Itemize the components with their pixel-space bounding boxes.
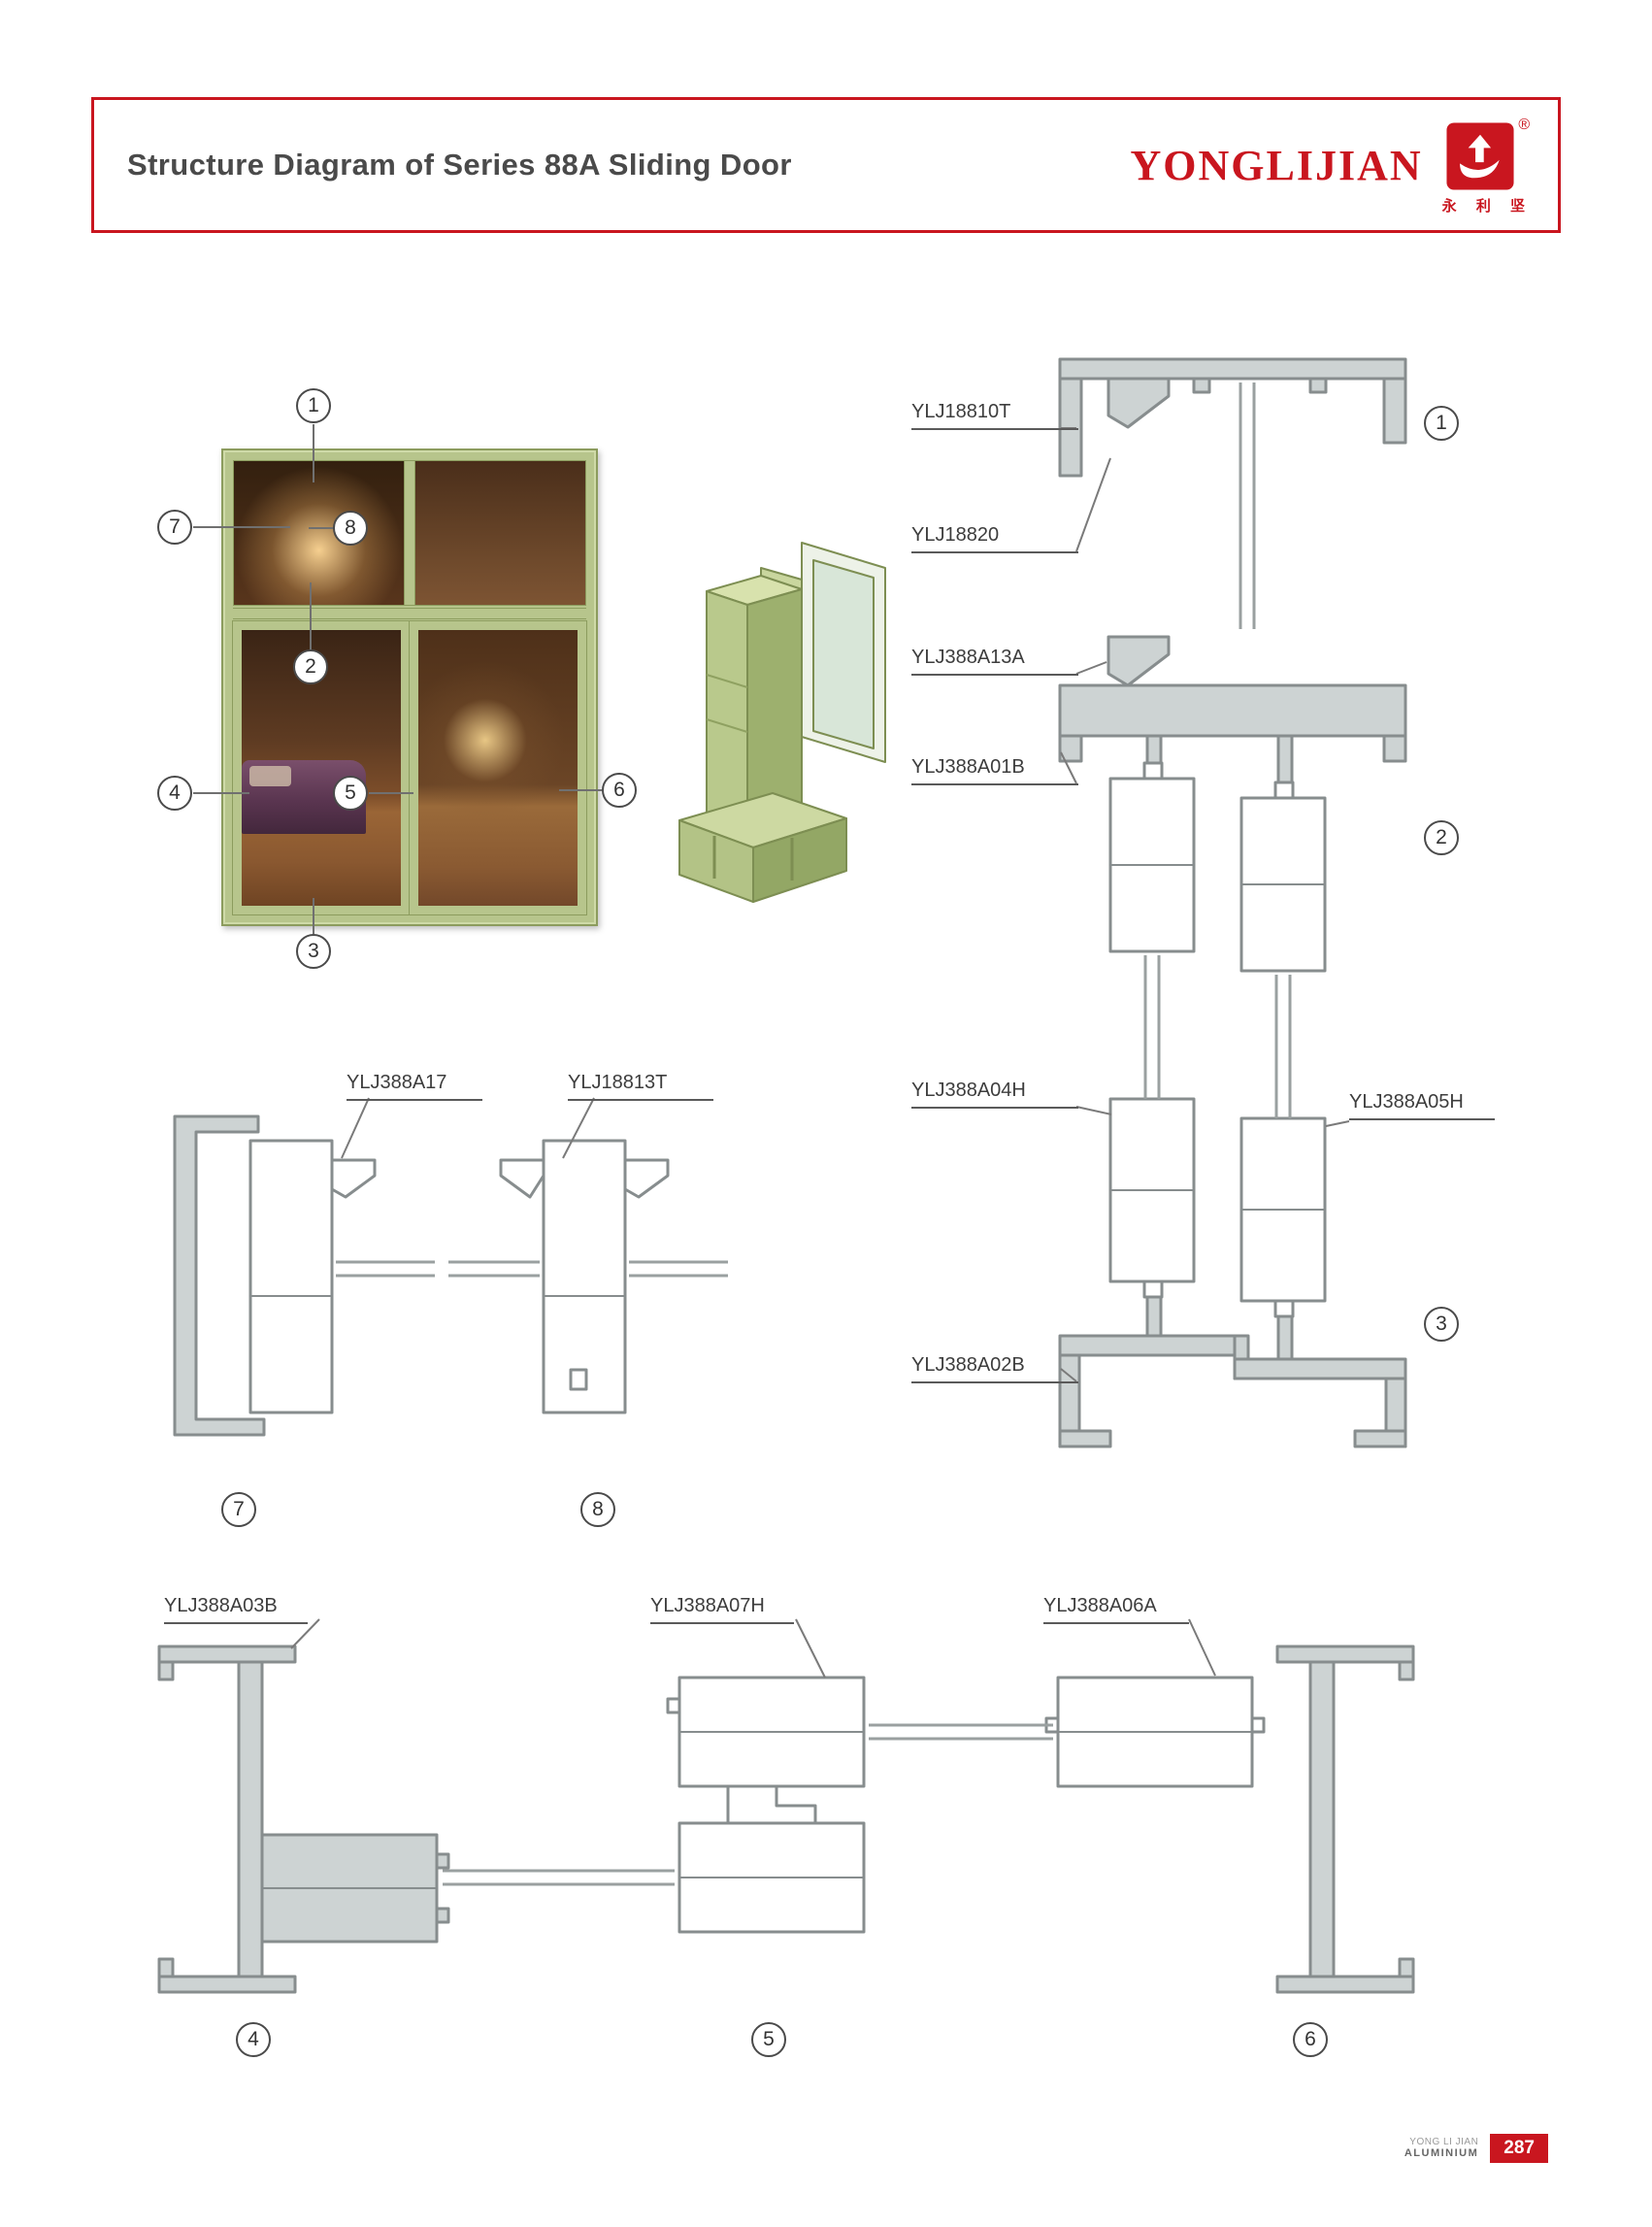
label-interlock: YLJ388A07H <box>650 1595 794 1624</box>
glass-lines <box>336 1260 728 1278</box>
label-leader-lines <box>1060 427 1350 1382</box>
vertical-section-drawing <box>1058 357 1407 1448</box>
brand-name: YONGLIJIAN <box>1130 142 1423 189</box>
door-transom <box>233 460 586 606</box>
section-callout-4: 4 <box>236 2022 271 2057</box>
brand-block: YONGLIJIAN ® 永 利 坚 <box>1131 115 1534 216</box>
bottom-frame-profile <box>1058 1295 1407 1448</box>
callout-1: 1 <box>296 388 331 423</box>
label-leader-lines <box>290 1618 1216 1679</box>
transom-pane-left <box>234 461 404 605</box>
door-frame <box>232 460 587 915</box>
mullion-section-drawing <box>173 1097 728 1437</box>
label-right-sash: YLJ388A06A <box>1043 1595 1189 1624</box>
pillow-shape <box>248 765 292 787</box>
callout-2: 2 <box>293 649 328 684</box>
brand-logo-icon <box>1446 122 1514 190</box>
footer-brand-line1: YONG LI JIAN <box>1409 2136 1479 2147</box>
label-glazing-bead: YLJ18820 <box>911 524 1078 553</box>
footer-brand: YONG LI JIAN ALUMINIUM <box>1404 2137 1478 2160</box>
leader-line-5 <box>369 792 413 794</box>
section-callout-8: 8 <box>580 1492 615 1527</box>
callout-3: 3 <box>296 934 331 969</box>
glass-lines <box>443 1723 1053 1886</box>
callout-6: 6 <box>602 773 637 808</box>
leader-line-7 <box>193 526 290 528</box>
page-title: Structure Diagram of Series 88A Sliding … <box>127 148 792 182</box>
leader-line-8 <box>309 527 334 529</box>
label-mullion-right: YLJ18813T <box>568 1072 713 1101</box>
section-callout-5: 5 <box>751 2022 786 2057</box>
sash-right-glass <box>418 630 578 906</box>
brand-logo: ® 永 利 坚 <box>1441 116 1533 216</box>
profile-3d-render <box>678 542 886 903</box>
label-left-jamb: YLJ388A03B <box>164 1595 308 1624</box>
leader-line-2 <box>310 582 312 649</box>
door-sashes <box>232 620 587 915</box>
page-footer: YONG LI JIAN ALUMINIUM 287 <box>1404 2134 1548 2163</box>
label-transom: YLJ388A01B <box>911 756 1078 785</box>
callout-8: 8 <box>333 511 368 546</box>
footer-brand-line2: ALUMINIUM <box>1404 2147 1479 2160</box>
label-right-sash-rail: YLJ388A05H <box>1349 1091 1495 1120</box>
label-left-sash-rail: YLJ388A04H <box>911 1080 1078 1109</box>
section-callout-1: 1 <box>1424 406 1459 441</box>
glass-lines <box>1143 382 1292 1118</box>
leader-line-3 <box>313 898 314 934</box>
right-jamb-profile <box>1275 1645 1415 1994</box>
page-header: Structure Diagram of Series 88A Sliding … <box>91 97 1561 233</box>
leader-line-6 <box>559 789 602 791</box>
label-mullion-left: YLJ388A17 <box>347 1072 482 1101</box>
section-callout-7: 7 <box>221 1492 256 1527</box>
leader-line-4 <box>193 792 249 794</box>
leader-line-1 <box>313 424 314 482</box>
horizontal-section-drawing <box>157 1618 1415 1994</box>
section-callout-3: 3 <box>1424 1307 1459 1342</box>
callout-7: 7 <box>157 510 192 545</box>
brand-chinese: 永 利 坚 <box>1441 198 1533 215</box>
label-top-frame: YLJ18810T <box>911 401 1078 430</box>
transom-pane-right <box>415 461 585 605</box>
left-jamb-profile <box>157 1645 450 1994</box>
jamb-bracket-profile <box>173 1114 266 1437</box>
label-leader-lines <box>341 1097 595 1159</box>
callout-5: 5 <box>333 776 368 811</box>
label-bottom-frame: YLJ388A02B <box>911 1354 1078 1383</box>
interlock-and-sash-profiles <box>666 1676 1266 1934</box>
registered-mark: ® <box>1518 116 1531 133</box>
transom-mullion <box>404 461 415 605</box>
top-frame-profile <box>1058 357 1407 478</box>
callout-4: 4 <box>157 776 192 811</box>
rail-detail-lines <box>1110 864 1325 1211</box>
profile-detail-lines <box>262 1731 1252 1889</box>
label-transom-bead: YLJ388A13A <box>911 647 1078 676</box>
sash-rail-profiles <box>1108 761 1327 1318</box>
section-callout-6: 6 <box>1293 2022 1328 2057</box>
section-callout-2: 2 <box>1424 820 1459 855</box>
page-number: 287 <box>1490 2134 1548 2163</box>
transom-profile <box>1058 635 1407 784</box>
mullion-profiles <box>248 1139 670 1414</box>
door-sash-right <box>409 620 587 915</box>
door-photo <box>221 449 598 926</box>
door-mid-rail <box>233 608 586 619</box>
